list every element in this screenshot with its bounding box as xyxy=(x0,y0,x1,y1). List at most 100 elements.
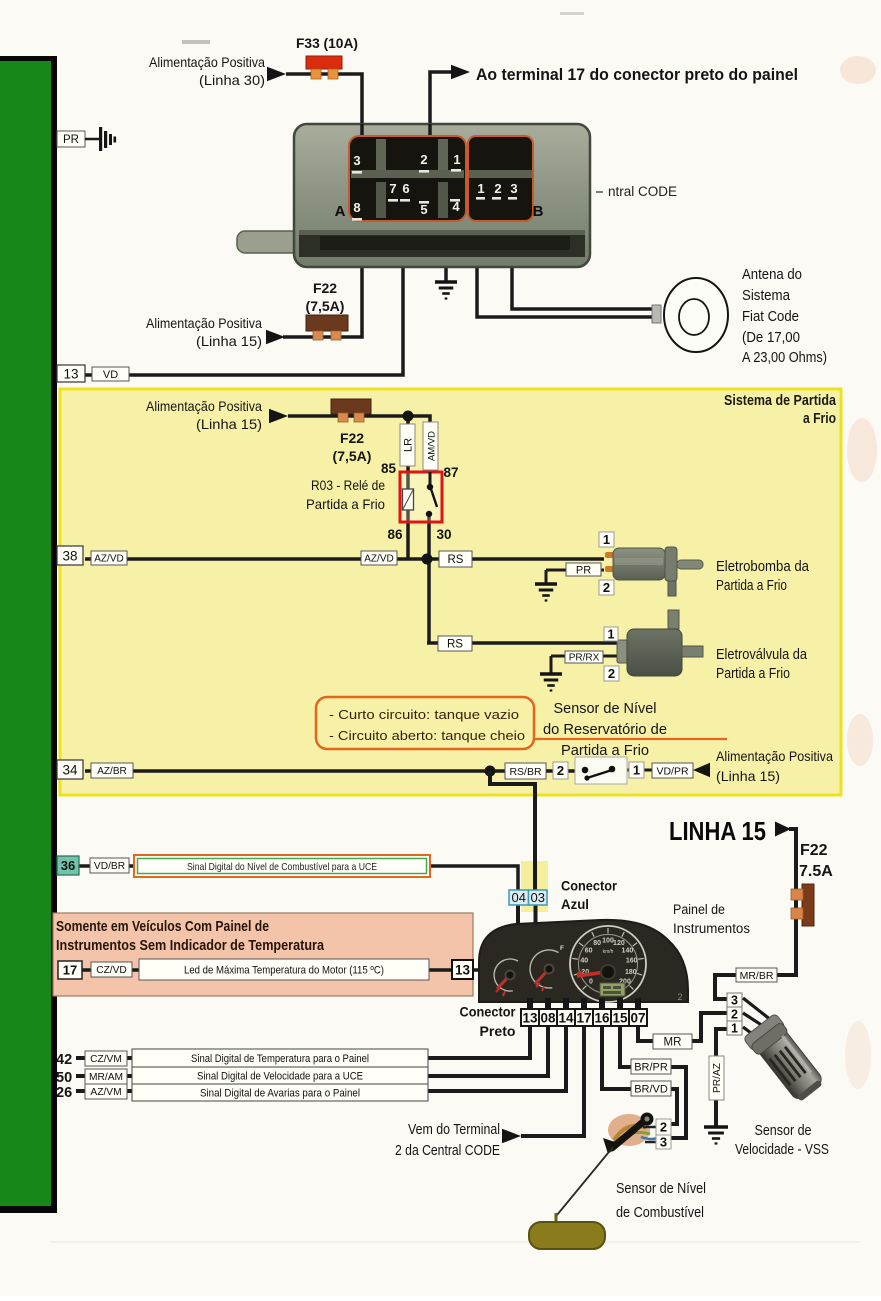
svg-text:RS/BR: RS/BR xyxy=(509,766,542,778)
svg-text:AZ/VM: AZ/VM xyxy=(90,1087,121,1098)
svg-text:- Circuito aberto: tanque chei: - Circuito aberto: tanque cheio xyxy=(329,728,525,743)
svg-text:03: 03 xyxy=(531,890,545,905)
svg-text:Painel de: Painel de xyxy=(673,902,725,917)
svg-text:Conector: Conector xyxy=(460,1004,516,1020)
svg-text:BR/PR: BR/PR xyxy=(634,1061,668,1073)
svg-text:(Linha 15): (Linha 15) xyxy=(716,768,780,784)
svg-text:de Combustível: de Combustível xyxy=(616,1204,704,1221)
svg-text:13: 13 xyxy=(522,1010,538,1025)
svg-text:F22: F22 xyxy=(800,842,828,859)
svg-text:Partida a Frio: Partida a Frio xyxy=(306,496,385,512)
svg-text:120: 120 xyxy=(613,940,625,947)
svg-text:(Linha 15): (Linha 15) xyxy=(196,416,262,432)
svg-text:MR/AM: MR/AM xyxy=(89,1072,123,1083)
svg-text:30: 30 xyxy=(436,527,451,542)
svg-text:2: 2 xyxy=(603,580,610,595)
svg-text:Sinal Digital de Temperatura p: Sinal Digital de Temperatura para o Pain… xyxy=(191,1053,369,1065)
svg-text:6: 6 xyxy=(402,181,409,196)
svg-text:LINHA 15: LINHA 15 xyxy=(669,816,766,846)
svg-text:200: 200 xyxy=(619,979,631,986)
svg-text:38: 38 xyxy=(62,548,77,563)
svg-text:F22: F22 xyxy=(313,280,337,296)
svg-text:(Linha 15): (Linha 15) xyxy=(196,333,262,349)
svg-text:Instrumentos Sem Indicador de: Instrumentos Sem Indicador de Temperatur… xyxy=(56,937,325,954)
svg-text:BR/VD: BR/VD xyxy=(634,1083,668,1095)
svg-text:Velocidade - VSS: Velocidade - VSS xyxy=(735,1142,829,1158)
svg-text:15: 15 xyxy=(612,1010,628,1025)
svg-text:(7,5A): (7,5A) xyxy=(333,448,372,464)
svg-text:13: 13 xyxy=(455,962,471,977)
svg-text:3: 3 xyxy=(510,181,517,196)
svg-text:08: 08 xyxy=(540,1010,556,1025)
svg-text:RS: RS xyxy=(448,554,464,566)
svg-text:80: 80 xyxy=(593,940,601,947)
svg-text:Partida a Frio: Partida a Frio xyxy=(716,665,790,682)
svg-text:PR/RX: PR/RX xyxy=(569,653,600,664)
svg-text:A: A xyxy=(335,203,346,220)
svg-text:km/h: km/h xyxy=(603,949,614,955)
svg-text:VD/PR: VD/PR xyxy=(656,765,689,777)
svg-text:AM/VD: AM/VD xyxy=(427,431,438,461)
svg-text:Instrumentos: Instrumentos xyxy=(673,921,750,936)
svg-text:Alimentação Positiva: Alimentação Positiva xyxy=(146,315,262,331)
svg-text:VD: VD xyxy=(103,369,118,381)
svg-text:85: 85 xyxy=(381,461,397,476)
svg-text:LR: LR xyxy=(403,438,415,452)
svg-text:16: 16 xyxy=(594,1010,610,1025)
svg-text:AZ/VD: AZ/VD xyxy=(94,554,123,565)
svg-text:AZ/BR: AZ/BR xyxy=(97,766,126,777)
svg-text:5: 5 xyxy=(420,202,427,217)
svg-text:AZ/VD: AZ/VD xyxy=(364,554,393,565)
svg-text:Alimentação Positiva: Alimentação Positiva xyxy=(716,748,833,764)
svg-text:50: 50 xyxy=(56,1070,72,1086)
svg-text:Fiat Code: Fiat Code xyxy=(742,309,799,325)
svg-text:20: 20 xyxy=(581,969,589,976)
svg-text:F33 (10A): F33 (10A) xyxy=(296,35,358,51)
svg-text:Ao terminal 17 do conector pre: Ao terminal 17 do conector preto do pain… xyxy=(476,65,798,84)
svg-text:1: 1 xyxy=(608,628,615,642)
svg-text:1: 1 xyxy=(603,532,610,547)
svg-text:R03 - Relé de: R03 - Relé de xyxy=(311,477,385,493)
svg-text:40: 40 xyxy=(580,958,588,965)
svg-text:Sensor de: Sensor de xyxy=(755,1123,812,1139)
svg-text:ntral CODE: ntral CODE xyxy=(608,184,677,199)
svg-text:36: 36 xyxy=(61,858,75,873)
svg-text:1: 1 xyxy=(731,1022,738,1036)
svg-text:8: 8 xyxy=(353,200,360,215)
svg-text:a Frio: a Frio xyxy=(803,410,836,427)
svg-text:Alimentação Positiva: Alimentação Positiva xyxy=(146,398,262,414)
svg-text:Alimentação Positiva: Alimentação Positiva xyxy=(149,54,265,70)
svg-text:1: 1 xyxy=(633,763,640,778)
svg-text:MR/BR: MR/BR xyxy=(740,970,774,982)
svg-text:PR: PR xyxy=(63,134,79,146)
svg-text:87: 87 xyxy=(443,465,458,480)
svg-text:Sistema: Sistema xyxy=(742,288,791,304)
svg-text:Eletroválvula da: Eletroválvula da xyxy=(716,646,808,663)
svg-text:2: 2 xyxy=(420,152,427,167)
svg-text:do Reservatório de: do Reservatório de xyxy=(543,722,667,738)
svg-text:100: 100 xyxy=(602,938,614,945)
svg-text:- Curto circuito: tanque vazio: - Curto circuito: tanque vazio xyxy=(329,707,519,722)
svg-text:Preto: Preto xyxy=(480,1023,516,1039)
svg-text:34: 34 xyxy=(62,762,78,777)
svg-text:PR/AZ: PR/AZ xyxy=(712,1063,723,1093)
svg-text:Antena do: Antena do xyxy=(742,267,802,283)
svg-text:7.5A: 7.5A xyxy=(799,863,833,880)
svg-text:14: 14 xyxy=(558,1010,574,1025)
svg-text:MR: MR xyxy=(664,1037,682,1049)
svg-text:0: 0 xyxy=(589,979,593,986)
svg-text:17: 17 xyxy=(576,1010,591,1025)
svg-text:B: B xyxy=(533,203,544,220)
svg-text:1: 1 xyxy=(453,152,460,167)
svg-text:04: 04 xyxy=(512,890,526,905)
svg-text:60: 60 xyxy=(585,947,593,954)
svg-text:Sinal Digital de Avarias para: Sinal Digital de Avarias para o Painel xyxy=(200,1087,360,1099)
svg-text:Partida a Frio: Partida a Frio xyxy=(561,743,649,759)
svg-text:CZ/VD: CZ/VD xyxy=(96,965,127,976)
svg-text:(7,5A): (7,5A) xyxy=(306,298,345,314)
svg-text:Azul: Azul xyxy=(561,896,589,912)
svg-text:17: 17 xyxy=(63,963,77,978)
svg-text:CZ/VM: CZ/VM xyxy=(90,1054,122,1065)
svg-text:2: 2 xyxy=(557,763,564,778)
svg-text:3: 3 xyxy=(731,994,738,1008)
